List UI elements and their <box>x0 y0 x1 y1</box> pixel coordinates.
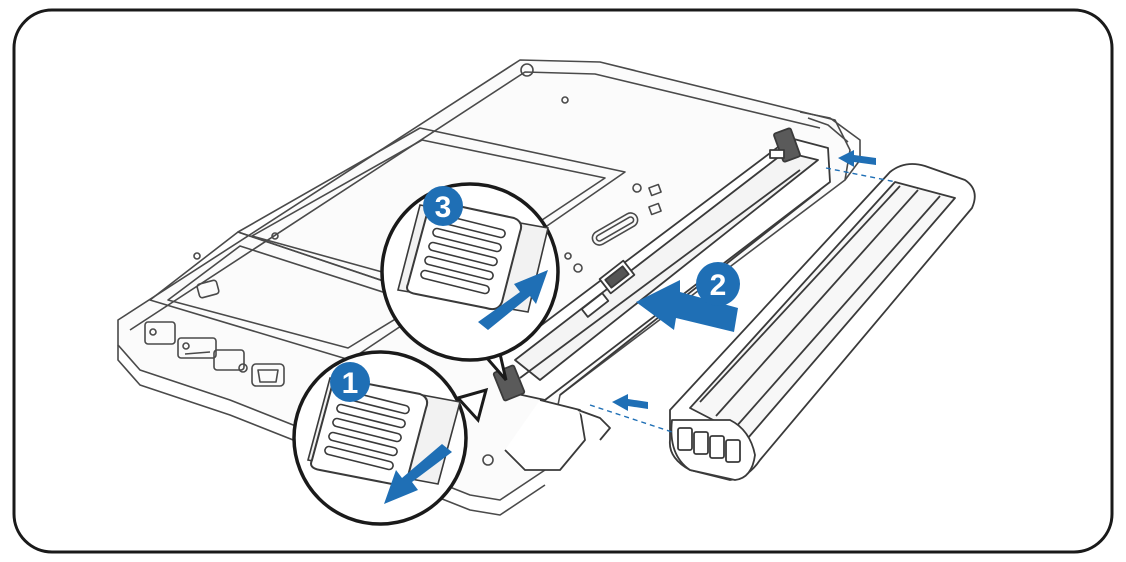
battery-pack <box>668 163 976 481</box>
slider-latch-icon <box>406 201 523 311</box>
step-3-number: 3 <box>435 191 452 224</box>
slider-latch-icon <box>310 378 429 486</box>
step-2-number: 2 <box>710 269 727 302</box>
guide-arrow-icons <box>612 150 876 411</box>
battery-bay <box>492 127 831 471</box>
step-2-arrow-icon <box>636 280 738 332</box>
step-3-arrow-icon <box>478 270 548 330</box>
step-1-badge: 1 <box>330 362 370 402</box>
magnifier-step-1: 1 <box>292 350 489 526</box>
magnifier-step-3: 3 <box>380 182 560 381</box>
guide-arrow-upper-icon <box>838 150 876 167</box>
step-1-number: 1 <box>342 367 359 400</box>
alignment-guides <box>589 167 897 433</box>
guide-arrow-lower-icon <box>612 394 648 411</box>
step-1-arrow-icon <box>384 444 452 504</box>
step-3-badge: 3 <box>423 186 463 226</box>
step-2-badge: 2 <box>696 262 740 306</box>
